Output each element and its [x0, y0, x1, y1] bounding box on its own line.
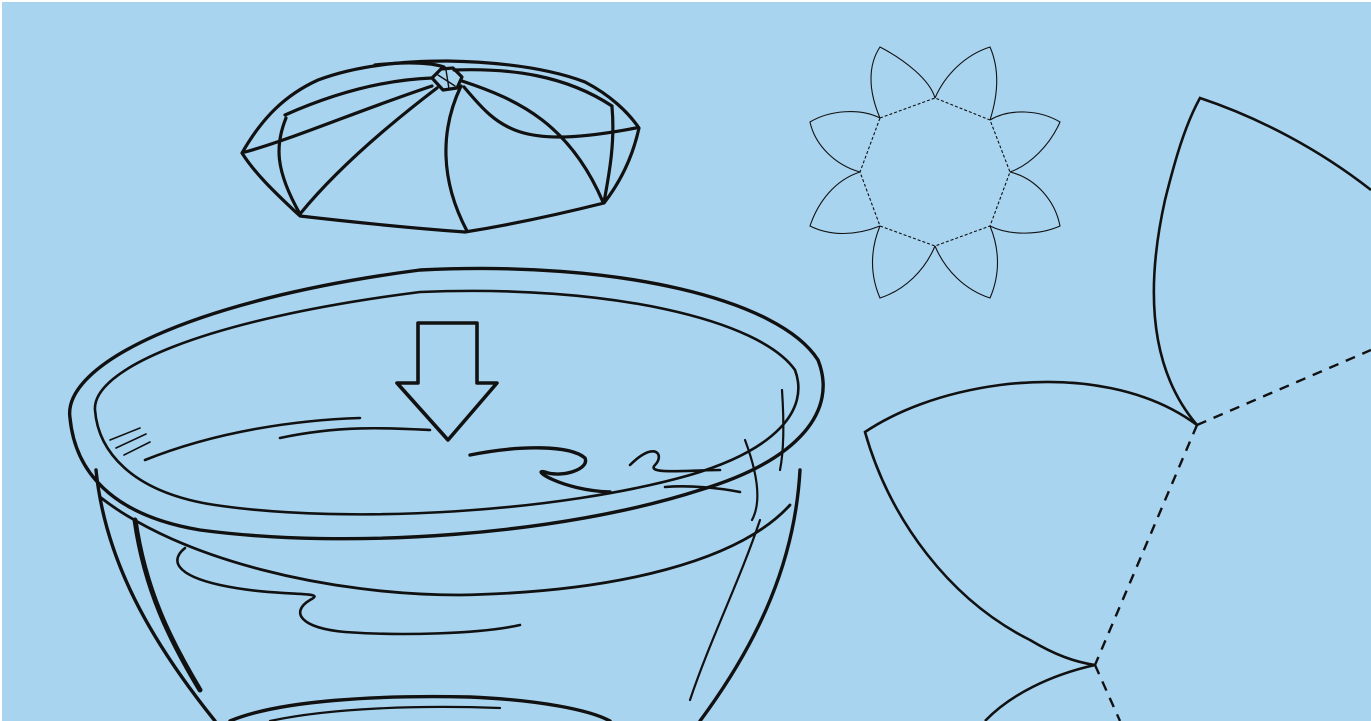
arrow-down-icon [397, 323, 497, 440]
closed-paper-flower-icon [242, 61, 639, 232]
paper-flower-template-icon [810, 47, 1060, 298]
petal-template-detail-icon [865, 98, 1371, 721]
